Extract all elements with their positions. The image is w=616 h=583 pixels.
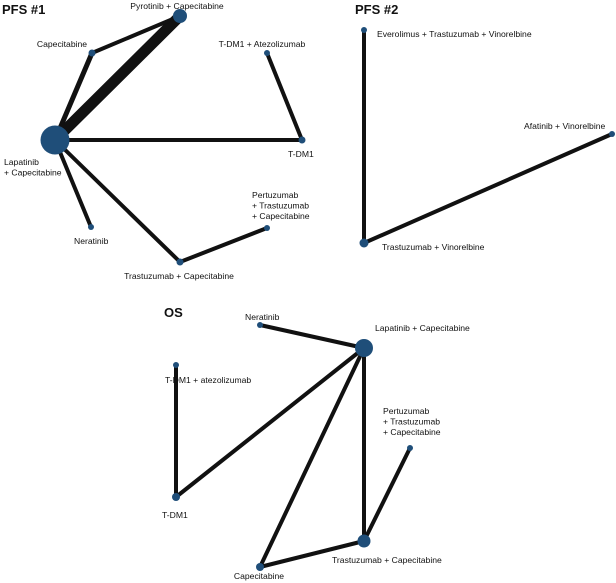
pfs1-label-line: + Trastuzumab [252,201,309,211]
pfs1-title: PFS #1 [2,2,45,17]
pfs1-label-tdm1_atezo: T-DM1 + Atezolizumab [219,39,306,49]
pfs1-edge-tdm1_atezo-tdm1 [265,51,304,142]
pfs1-node-tdm1_atezo [264,50,270,56]
pfs1-label-trastuzumab_cap: Trastuzumab + Capecitabine [124,271,234,281]
pfs2-edges [362,28,614,245]
os-label-line: Capecitabine [234,571,284,581]
pfs1-node-pertuzumab_tras_cap [264,225,270,231]
pfs1-label-line: T-DM1 [288,149,314,159]
pfs1-label-line: Trastuzumab + Capecitabine [124,271,234,281]
pfs1-node-pyrotinib_cap [173,9,187,23]
pfs1-label-pertuzumab_tras_cap: Pertuzumab+ Trastuzumab+ Capecitabine [252,190,310,221]
os-label-tdm1: T-DM1 [162,510,188,520]
pfs1-label-line: Pyrotinib + Capecitabine [130,1,224,11]
pfs2-label-line: Trastuzumab + Vinorelbine [382,242,485,252]
pfs1-node-trastuzumab_cap [176,258,184,266]
pfs1-node-neratinib [88,224,94,230]
pfs1-edge-trastuzumab_cap-pertuzumab_tras_cap [178,226,269,264]
pfs1-label-line: T-DM1 + Atezolizumab [219,39,306,49]
pfs1-label-line: + Capecitabine [252,211,310,221]
os-label-line: Lapatinib + Capecitabine [375,323,470,333]
os-edge-trastuzumab_cap-pertuzumab_tras_cap [362,446,412,543]
pfs1-label-tdm1: T-DM1 [288,149,314,159]
os-label-line: Pertuzumab [383,406,430,416]
pfs1-edge-capecitabine-pyrotinib_cap [90,14,182,55]
pfs1-label-capecitabine: Capecitabine [37,39,87,49]
pfs1-edges [49,10,304,264]
pfs1-label-line: + Capecitabine [4,168,62,178]
os-label-trastuzumab_cap: Trastuzumab + Capecitabine [332,555,442,565]
os-label-lapatinib_cap: Lapatinib + Capecitabine [375,323,470,333]
os-label-neratinib: Neratinib [245,312,280,322]
os-label-tdm1_atezo: T-DM1 + atezolizumab [165,375,251,385]
os-node-pertuzumab_tras_cap [407,445,413,451]
panel-pfs1: PFS #1 Pyrotinib + CapecitabineCapecitabi… [2,1,314,281]
os-node-trastuzumab_cap [357,534,371,548]
pfs2-label-afatinib_vin: Afatinib + Vinorelbine [524,121,606,131]
pfs1-node-capecitabine [88,49,96,57]
pfs1-label-pyrotinib_cap: Pyrotinib + Capecitabine [130,1,224,11]
os-node-lapatinib_cap [355,339,373,357]
pfs1-edge-lapatinib_cap-pyrotinib_cap [49,10,186,146]
pfs1-label-line: Lapatinib [4,157,39,167]
os-edge-tdm1-lapatinib_cap [174,346,366,499]
pfs2-edge-afatinib_vin-trastuzumab_vin [362,132,614,245]
pfs2-label-line: Everolimus + Trastuzumab + Vinorelbine [377,29,532,39]
pfs1-node-tdm1 [298,136,306,144]
os-node-capecitabine [256,563,264,571]
pfs1-label-line: Pertuzumab [252,190,299,200]
os-label-capecitabine: Capecitabine [234,571,284,581]
pfs1-label-line: Capecitabine [37,39,87,49]
pfs2-label-line: Afatinib + Vinorelbine [524,121,606,131]
os-label-pertuzumab_tras_cap: Pertuzumab+ Trastuzumab+ Capecitabine [383,406,441,437]
pfs2-label-everolimus_tras_vin: Everolimus + Trastuzumab + Vinorelbine [377,29,532,39]
os-node-tdm1_atezo [173,362,179,368]
os-label-line: T-DM1 [162,510,188,520]
os-title: OS [164,305,183,320]
os-edge-capecitabine-trastuzumab_cap [258,539,366,569]
pfs1-edge-lapatinib_cap-capecitabine [52,50,95,143]
pfs2-title: PFS #2 [355,2,398,17]
pfs2-node-everolimus_tras_vin [361,27,367,33]
os-edge-capecitabine-lapatinib_cap [258,346,366,569]
os-node-tdm1 [172,493,180,501]
pfs1-label-line: Neratinib [74,236,109,246]
pfs1-label-neratinib: Neratinib [74,236,109,246]
os-label-line: T-DM1 + atezolizumab [165,375,251,385]
os-label-line: Neratinib [245,312,280,322]
pfs2-node-trastuzumab_vin [359,238,369,248]
pfs1-edge-lapatinib_cap-neratinib [53,138,93,229]
os-edges [174,323,412,569]
os-edge-neratinib-lapatinib_cap [258,323,366,350]
panel-pfs2: PFS #2 Everolimus + Trastuzumab + Vinorel… [355,2,615,252]
pfs2-label-trastuzumab_vin: Trastuzumab + Vinorelbine [382,242,485,252]
os-label-line: + Capecitabine [383,427,441,437]
pfs1-node-lapatinib_cap [40,125,70,155]
pfs1-label-lapatinib_cap: Lapatinib+ Capecitabine [4,157,62,178]
pfs2-node-afatinib_vin [609,131,615,137]
pfs1-edge-lapatinib_cap-trastuzumab_cap [53,138,182,264]
os-label-line: Trastuzumab + Capecitabine [332,555,442,565]
os-label-line: + Trastuzumab [383,417,440,427]
os-node-neratinib [257,322,263,328]
